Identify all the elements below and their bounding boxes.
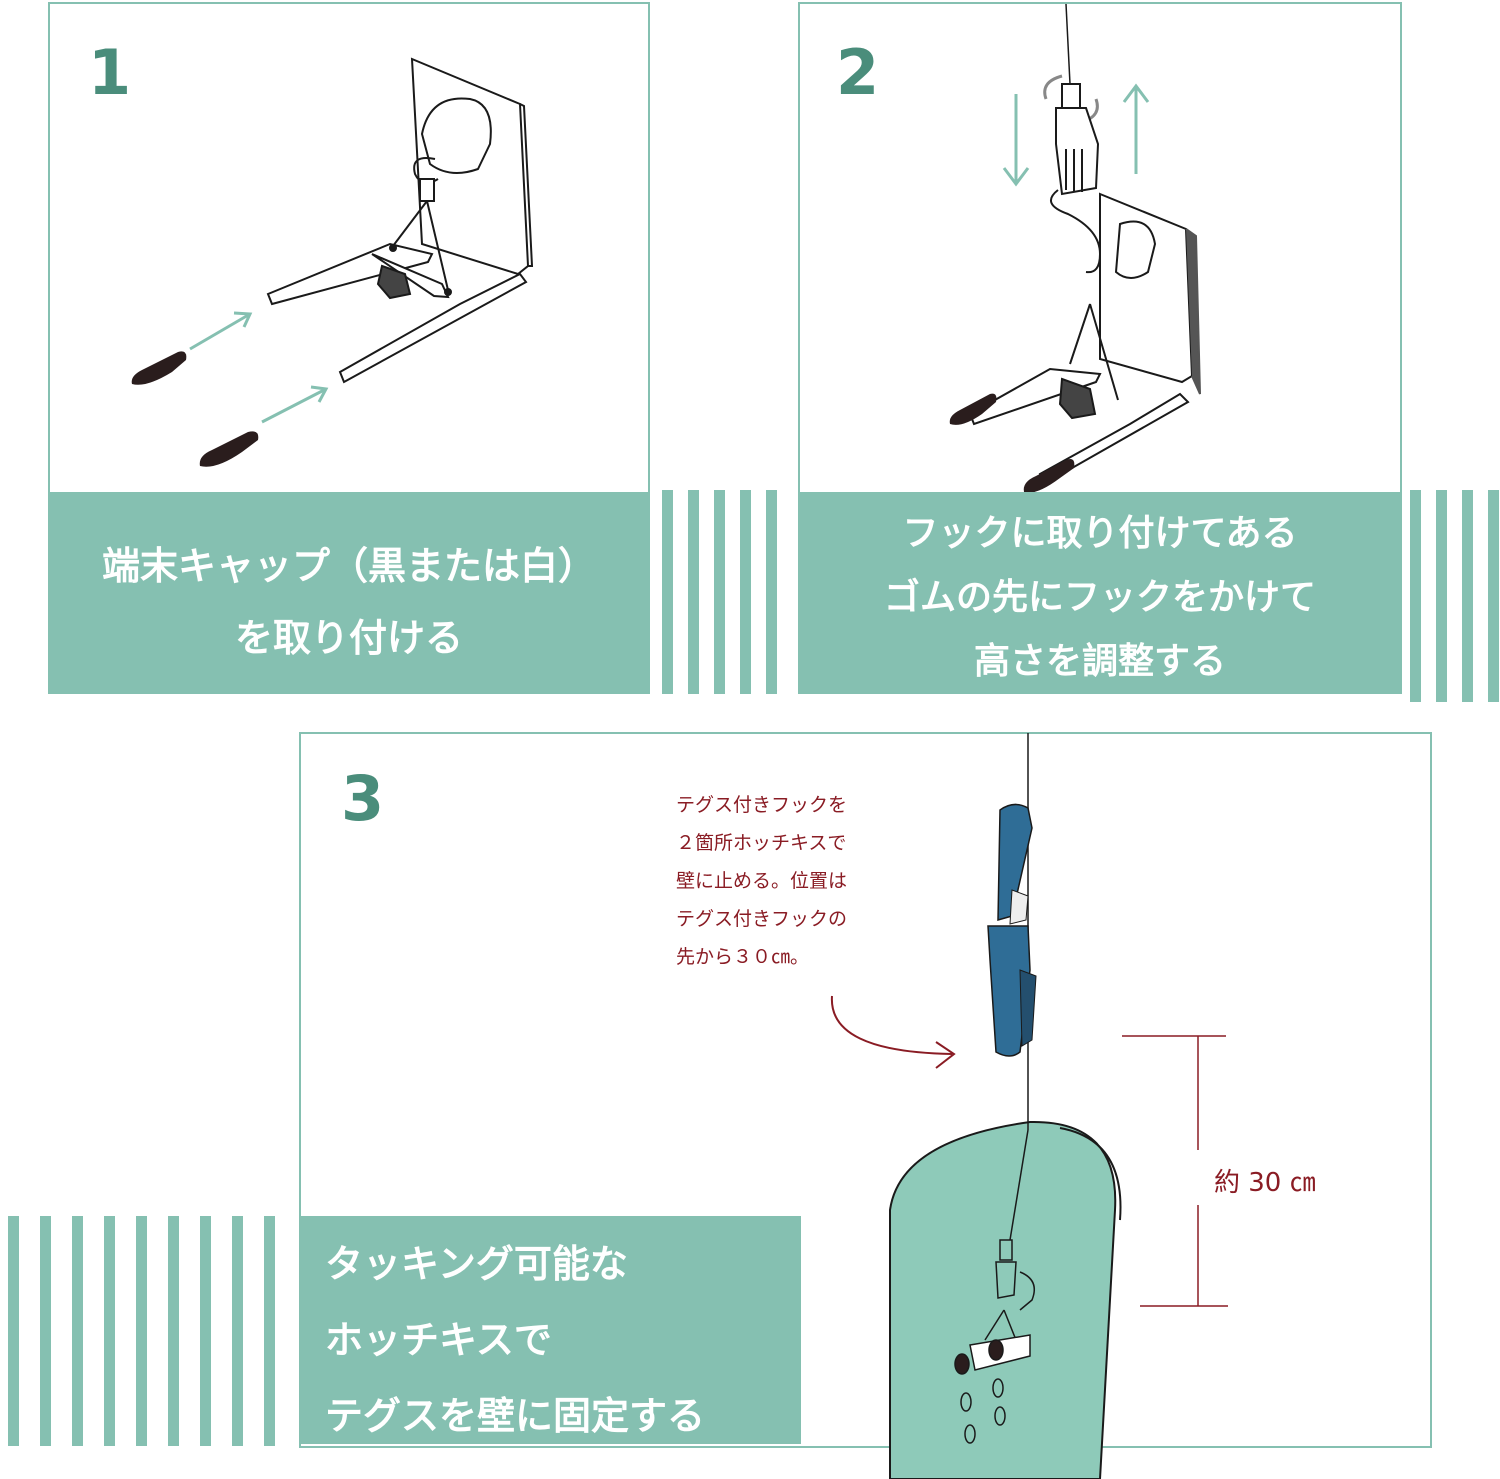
dimension-marker bbox=[1122, 1035, 1228, 1307]
step-1-number: 1 bbox=[88, 36, 132, 109]
hook-cylinder bbox=[376, 97, 492, 300]
step-2-panel: 2 bbox=[798, 2, 1402, 694]
step-3-number: 3 bbox=[341, 762, 385, 835]
decorative-stripes bbox=[1410, 490, 1500, 702]
step-1-panel: 1 bbox=[48, 2, 650, 694]
hook-on-board bbox=[954, 1239, 1035, 1444]
pointer-arrow bbox=[830, 995, 956, 1069]
step-1-caption-line: を取り付ける bbox=[234, 616, 463, 660]
adjust-arrows bbox=[1002, 83, 1150, 187]
step-3-panel: 3 bbox=[299, 732, 1432, 1448]
step-3-caption-line: テグスを壁に固定する bbox=[325, 1394, 706, 1438]
note-line: テグス付きフックを bbox=[676, 794, 848, 816]
adjuster-tube bbox=[1049, 83, 1102, 274]
dimension-label: 約 30 ㎝ bbox=[1214, 1168, 1316, 1198]
insert-arrows bbox=[189, 311, 329, 424]
step-3-caption-line: タッキング可能な bbox=[325, 1242, 628, 1286]
stapler-note: テグス付きフックを ２箇所ホッチキスで 壁に止める。位置は テグス付きフックの … bbox=[676, 786, 847, 976]
stapler-icon bbox=[987, 803, 1037, 1057]
note-line: 壁に止める。位置は bbox=[676, 870, 848, 892]
decorative-stripes bbox=[0, 1216, 300, 1446]
step-1-illustration bbox=[131, 57, 534, 467]
step-2-caption-line: フックに取り付けてある bbox=[902, 513, 1298, 554]
step-2-caption-line: ゴムの先にフックをかけて bbox=[883, 577, 1316, 618]
step-2-caption: フックに取り付けてある ゴムの先にフックをかけて 高さを調整する bbox=[800, 492, 1400, 692]
step-2-number: 2 bbox=[836, 36, 880, 109]
bracket-plate bbox=[968, 192, 1201, 486]
end-caps bbox=[949, 393, 1075, 493]
fishing-line bbox=[1065, 3, 1071, 85]
end-caps bbox=[131, 351, 259, 467]
decorative-stripes bbox=[662, 490, 786, 694]
step-1-caption-line: 端末キャップ（黒または白） bbox=[101, 544, 596, 588]
step-2-illustration bbox=[949, 3, 1201, 493]
snowboard bbox=[889, 1120, 1117, 1479]
note-line: テグス付きフックの bbox=[676, 908, 848, 930]
step-1-caption: 端末キャップ（黒または白） を取り付ける bbox=[50, 492, 648, 692]
step-3-caption-line: ホッチキスで bbox=[325, 1318, 552, 1362]
step-2-caption-line: 高さを調整する bbox=[973, 641, 1226, 682]
step-3-caption: タッキング可能な ホッチキスで テグスを壁に固定する bbox=[301, 1216, 801, 1444]
note-line: ２箇所ホッチキスで bbox=[676, 832, 847, 854]
note-line: 先から３０㎝。 bbox=[676, 946, 810, 968]
